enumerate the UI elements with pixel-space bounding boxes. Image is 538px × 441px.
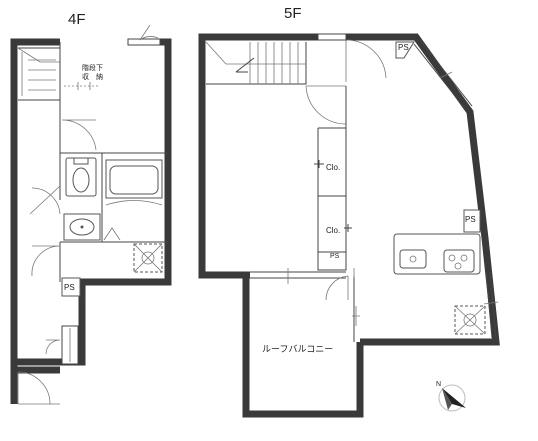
roof-balcony-sash [250,271,346,279]
stair-storage-label-1: 階段下 [82,63,103,72]
ps-5f-kitchen-box [463,209,481,233]
bathtub [105,159,163,199]
floor-5f-outer-wall-2 [346,33,500,346]
roof-balcony-wall [242,276,364,418]
floor-5f-top-opening [317,33,347,41]
floor-4f-entry-door [17,371,51,405]
floor-5f-label: 5F [284,5,302,22]
stair-storage-label: 階段下 収 納 [82,63,105,81]
closet-2-label: Clo. [326,226,340,235]
floor-5f-stairs [205,41,307,85]
floor-4f-stairs [17,47,61,101]
washer-pan-4f [133,243,163,273]
floor-5f: 5F Clo. Clo. PS PS [198,5,500,418]
floor-4f-door-top [139,24,159,41]
washbasin [63,213,101,241]
floor-5f-top-door [345,39,387,82]
compass-n-label: N [436,381,441,388]
ps-5f-kitchen-label: PS [465,215,476,224]
ps-5f-closet-label: PS [330,253,340,260]
washer-pan-5f [454,305,486,335]
north-compass: N [436,381,466,412]
closet-1-label: Clo. [326,163,340,172]
roof-balcony-label: ルーフバルコニー [262,344,333,354]
floor-5f-right-window [485,271,497,339]
floor-5f-outer-wall [198,33,318,279]
ps-4f-label: PS [64,283,75,292]
floor-4f-entry-door-2 [45,339,61,355]
floor-4f-door-3 [31,245,61,277]
floor-4f-partition-3 [59,153,168,243]
floor-5f-partition [317,86,347,271]
stair-storage-label-2: 収 納 [82,72,103,81]
ps-5f-top-box [395,41,415,59]
floor-4f-label: 4F [68,11,86,28]
floor-4f-door-2 [29,185,61,215]
floor-4f-outer-wall [10,38,172,366]
floor-5f-diagonal-window [413,39,473,111]
compass-arrow-icon [442,388,466,408]
compass-circle [438,384,466,412]
floor-4f-door-1 [61,119,97,151]
ps-4f-box [61,277,81,297]
kitchen-counter [393,233,481,275]
floor-5f-door-balcony [325,275,349,301]
floor-4f-partition-1 [59,42,168,154]
toilet [65,157,97,197]
floor-5f-door-1 [305,85,347,125]
floor-4f: 4F 階段下 収 納 [10,11,172,405]
ps-5f-top-label: PS [398,43,409,52]
floor-4f-top-window [127,38,161,46]
